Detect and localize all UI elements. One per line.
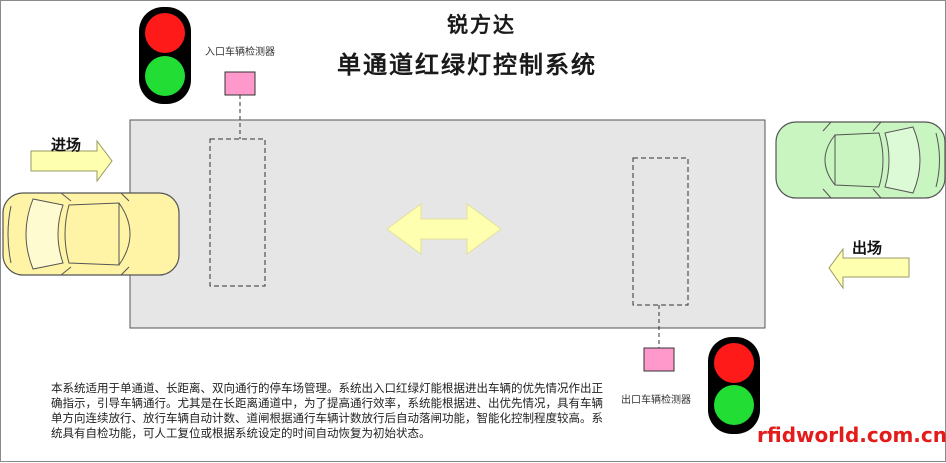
watermark: rfidworld.com.cn <box>757 423 946 447</box>
entry-detection-loop <box>209 138 266 287</box>
page-title: 单通道红绿灯控制系统 <box>337 50 597 79</box>
exit-arrow-icon <box>828 247 910 290</box>
exit-red-light <box>714 343 754 383</box>
entry-detector-box <box>224 71 256 96</box>
exiting-car-icon <box>775 121 946 199</box>
entry-red-light <box>145 13 185 53</box>
system-description: 本系统适用于单通道、长距离、双向通行的停车场管理。系统出入口红绿灯能根据进出车辆… <box>51 381 603 440</box>
bidirectional-arrow-icon <box>386 203 502 255</box>
entry-green-light <box>145 56 185 96</box>
exit-label: 出场 <box>852 239 883 257</box>
exit-green-light <box>714 385 754 425</box>
entering-car-icon <box>2 192 180 276</box>
exit-detector-label: 出口车辆检测器 <box>621 395 691 406</box>
entry-arrow-icon <box>30 139 113 183</box>
entry-traffic-light <box>139 7 191 104</box>
exit-detection-loop <box>632 157 689 306</box>
exit-detector-box <box>643 347 675 372</box>
entry-detector-label: 入口车辆检测器 <box>205 47 275 58</box>
brand-title: 锐方达 <box>447 12 516 37</box>
entry-label: 进场 <box>51 136 82 154</box>
exit-traffic-light <box>708 337 760 434</box>
